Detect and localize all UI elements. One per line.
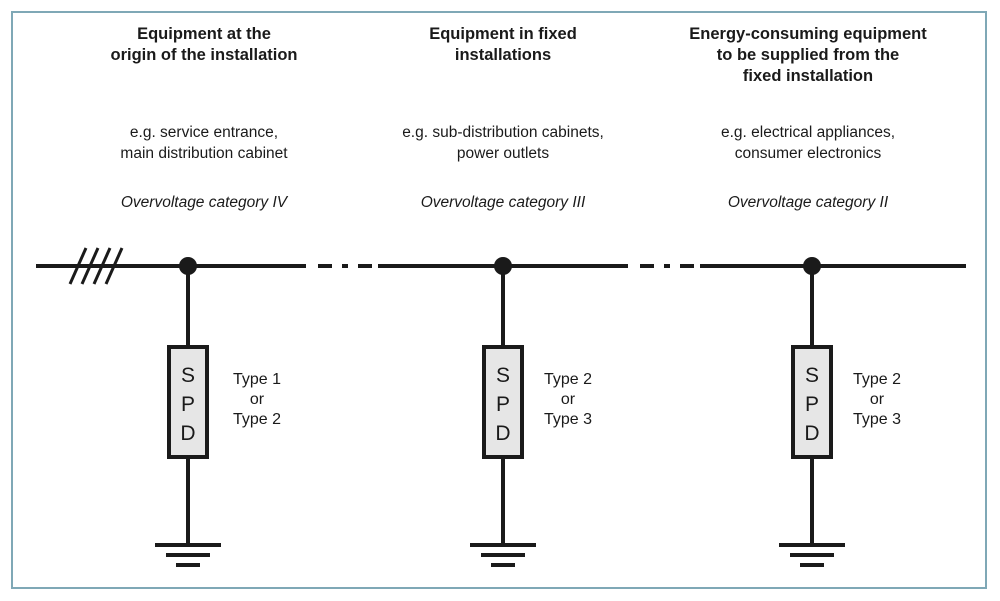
title-line: Energy-consuming equipment <box>689 25 927 43</box>
spd-letter: S <box>496 364 510 387</box>
example-line: e.g. sub-distribution cabinets, <box>402 124 604 141</box>
column-energy-consuming: Energy-consuming equipment to be supplie… <box>658 24 958 211</box>
diagram-frame <box>11 11 987 589</box>
phase-hatch-icon <box>68 247 124 285</box>
spd-type-label: or <box>561 391 576 408</box>
column-examples: e.g. service entrance, main distribution… <box>54 122 354 164</box>
example-line: e.g. electrical appliances, <box>720 124 896 141</box>
spd-box <box>791 345 833 459</box>
example-line: main distribution cabinet <box>120 145 288 162</box>
column-origin: Equipment at the origin of the installat… <box>54 24 354 211</box>
title-line: origin of the installation <box>110 46 298 64</box>
overvoltage-category: Overvoltage category II <box>727 194 889 211</box>
example-line: consumer electronics <box>734 145 882 162</box>
overvoltage-category: Overvoltage category IV <box>120 194 288 211</box>
title-line: Equipment in fixed <box>429 25 577 43</box>
branch-1: S P D Type 1 or Type 2 <box>155 257 281 567</box>
column-fixed-installations: Equipment in fixed installations e.g. su… <box>353 24 653 211</box>
example-line: power outlets <box>456 145 550 162</box>
spd-letter: P <box>496 393 510 416</box>
column-examples: e.g. electrical appliances, consumer ele… <box>658 122 958 164</box>
title-line: to be supplied from the <box>716 46 900 64</box>
spd-type-label: or <box>870 391 885 408</box>
example-line: e.g. service entrance, <box>129 124 279 141</box>
spd-type-label: Type 1 <box>233 371 281 388</box>
spd-letter: S <box>805 364 819 387</box>
spd-letter: P <box>181 393 195 416</box>
spd-letter: S <box>181 364 195 387</box>
spd-letter: D <box>804 422 819 445</box>
spd-type-label: Type 2 <box>853 371 901 388</box>
column-title: Equipment in fixed installations <box>353 24 653 66</box>
title-line: installations <box>454 46 552 64</box>
overvoltage-category: Overvoltage category III <box>420 194 586 211</box>
branch-2: S P D Type 2 or Type 3 <box>470 257 592 567</box>
spd-type-label: or <box>250 391 265 408</box>
branch-3: S P D Type 2 or Type 3 <box>779 257 901 567</box>
spd-box <box>167 345 209 459</box>
spd-type-label: Type 2 <box>544 371 592 388</box>
spd-letter: D <box>495 422 510 445</box>
column-title: Equipment at the origin of the installat… <box>54 24 354 66</box>
title-line: fixed installation <box>742 67 874 85</box>
spd-letter: P <box>805 393 819 416</box>
spd-type-label: Type 3 <box>544 411 592 428</box>
spd-letter: D <box>180 422 195 445</box>
ground-icon <box>155 543 221 567</box>
title-line: Equipment at the <box>137 25 271 43</box>
spd-box <box>482 345 524 459</box>
spd-type-label: Type 3 <box>853 411 901 428</box>
column-title: Energy-consuming equipment to be supplie… <box>658 24 958 87</box>
ground-icon <box>779 543 845 567</box>
column-examples: e.g. sub-distribution cabinets, power ou… <box>353 122 653 164</box>
spd-type-label: Type 2 <box>233 411 281 428</box>
ground-icon <box>470 543 536 567</box>
